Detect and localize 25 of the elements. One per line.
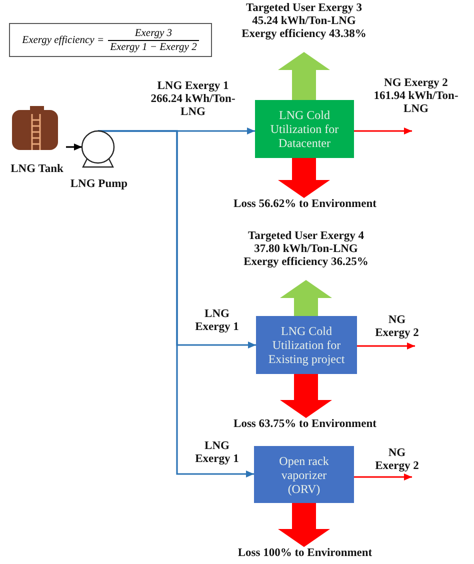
process-box: LNG Cold Utilization for Existing project <box>256 316 357 374</box>
denominator: Exergy 1 − Exergy 2 <box>108 40 199 54</box>
node-label: LNG Tank <box>10 163 64 176</box>
annotation-text: Targeted User Exergy 4 <box>247 230 365 243</box>
formula-text: Exergy efficiency = <box>22 34 104 46</box>
block-arrow <box>278 158 330 198</box>
annotation-text: Exergy efficiency 43.38% <box>240 28 368 41</box>
block-arrow <box>280 280 332 316</box>
process-box: LNG Cold Utilization for Datacenter <box>255 100 354 158</box>
annotation-text: Exergy efficiency 36.25% <box>242 256 370 269</box>
annotation-text: 37.80 kWh/Ton-LNG <box>253 243 359 256</box>
annotation-text: Loss 100% to Environment <box>225 547 385 563</box>
arrow <box>357 342 415 350</box>
annotation-text: Targeted User Exergy 3 <box>245 2 363 15</box>
annotation-text: 45.24 kWh/Ton-LNG <box>251 15 357 28</box>
annotation-text: Loss 63.75% to Environment <box>225 418 385 434</box>
arrow <box>354 474 412 480</box>
numerator: Exergy 3 <box>134 26 174 40</box>
arrow <box>354 128 412 134</box>
block-arrow <box>278 503 330 547</box>
formula-box <box>9 23 212 57</box>
node-label: LNG Pump <box>69 178 129 191</box>
process-box: Open rack vaporizer (ORV) <box>254 446 354 503</box>
arrow <box>66 144 82 150</box>
annotation-text: Loss 56.62% to Environment <box>225 198 385 214</box>
